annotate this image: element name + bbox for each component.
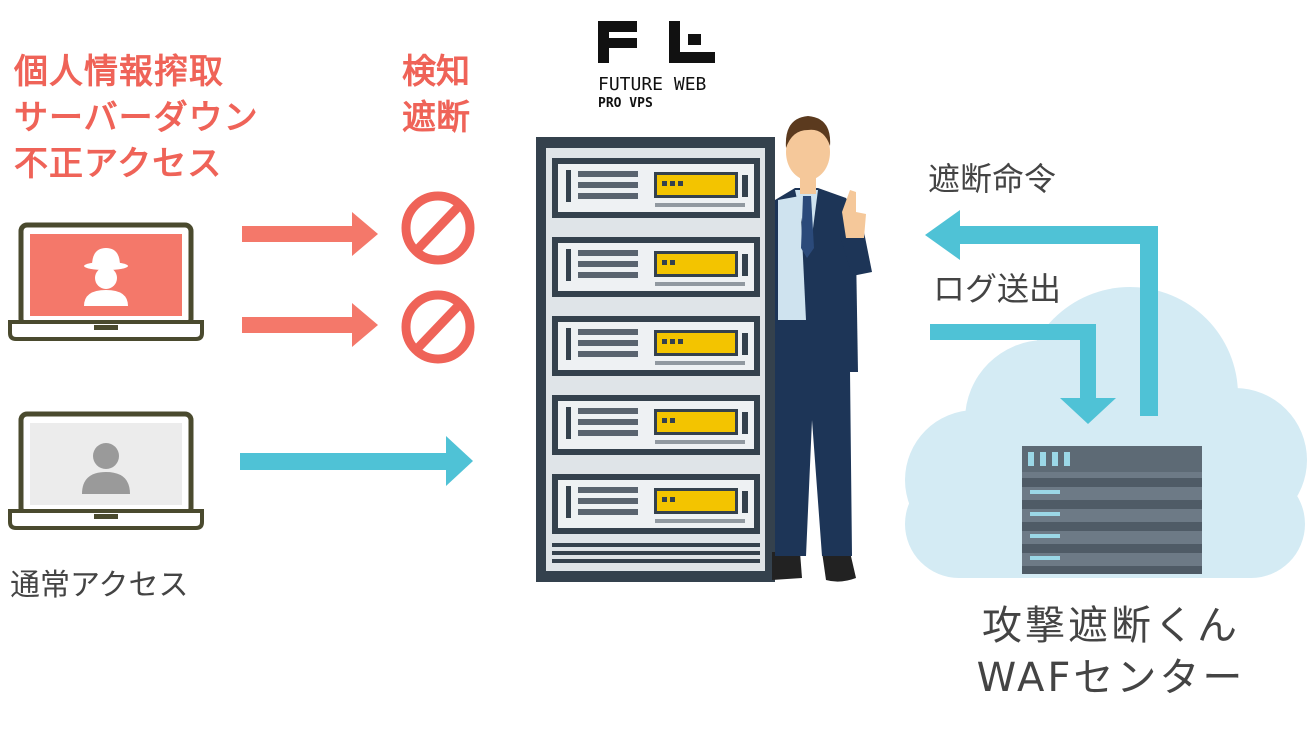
block-icon-1 — [401, 191, 475, 265]
log-send-arrow — [930, 324, 1116, 424]
future-web-logo-icon — [598, 21, 715, 63]
user-icon — [82, 443, 130, 494]
rack-unit-4 — [552, 395, 760, 455]
threat-label-1: 個人情報搾取 — [14, 52, 224, 92]
detect-label: 検知 — [402, 52, 470, 92]
waf-server-icon — [1022, 446, 1202, 574]
rack-unit-1 — [552, 158, 760, 218]
businessman-icon — [772, 116, 872, 582]
vps-server-rack-icon — [536, 137, 775, 582]
rack-unit-5 — [552, 474, 760, 534]
brand-name: FUTURE WEB — [598, 74, 707, 95]
block-icon-2 — [401, 290, 475, 364]
waf-center-title: 攻撃遮断くん WAFセンター — [946, 600, 1276, 704]
malicious-laptop-icon — [8, 222, 204, 341]
log-send-label: ログ送出 — [933, 270, 1062, 308]
normal-access-arrow — [240, 436, 473, 486]
threat-label-3: 不正アクセス — [14, 144, 223, 184]
brand-sub: PRO VPS — [598, 96, 653, 111]
waf-center-line1: 攻撃遮断くん — [982, 603, 1240, 649]
block-label: 遮断 — [402, 98, 470, 138]
rack-unit-2 — [552, 237, 760, 297]
threat-arrow-2 — [242, 303, 378, 347]
threat-label-2: サーバーダウン — [14, 98, 259, 138]
threat-labels: 個人情報搾取 サーバーダウン 不正アクセス — [14, 49, 259, 187]
hacker-icon — [84, 248, 128, 306]
normal-laptop-icon — [8, 411, 204, 530]
waf-center-line2: WAFセンター — [976, 655, 1246, 701]
threat-arrow-1 — [242, 212, 378, 256]
block-command-arrow — [925, 210, 1158, 416]
block-command-label: 遮断命令 — [928, 160, 1057, 198]
rack-unit-3 — [552, 316, 760, 376]
normal-access-label: 通常アクセス — [10, 568, 189, 603]
detection-labels: 検知 遮断 — [402, 49, 470, 141]
